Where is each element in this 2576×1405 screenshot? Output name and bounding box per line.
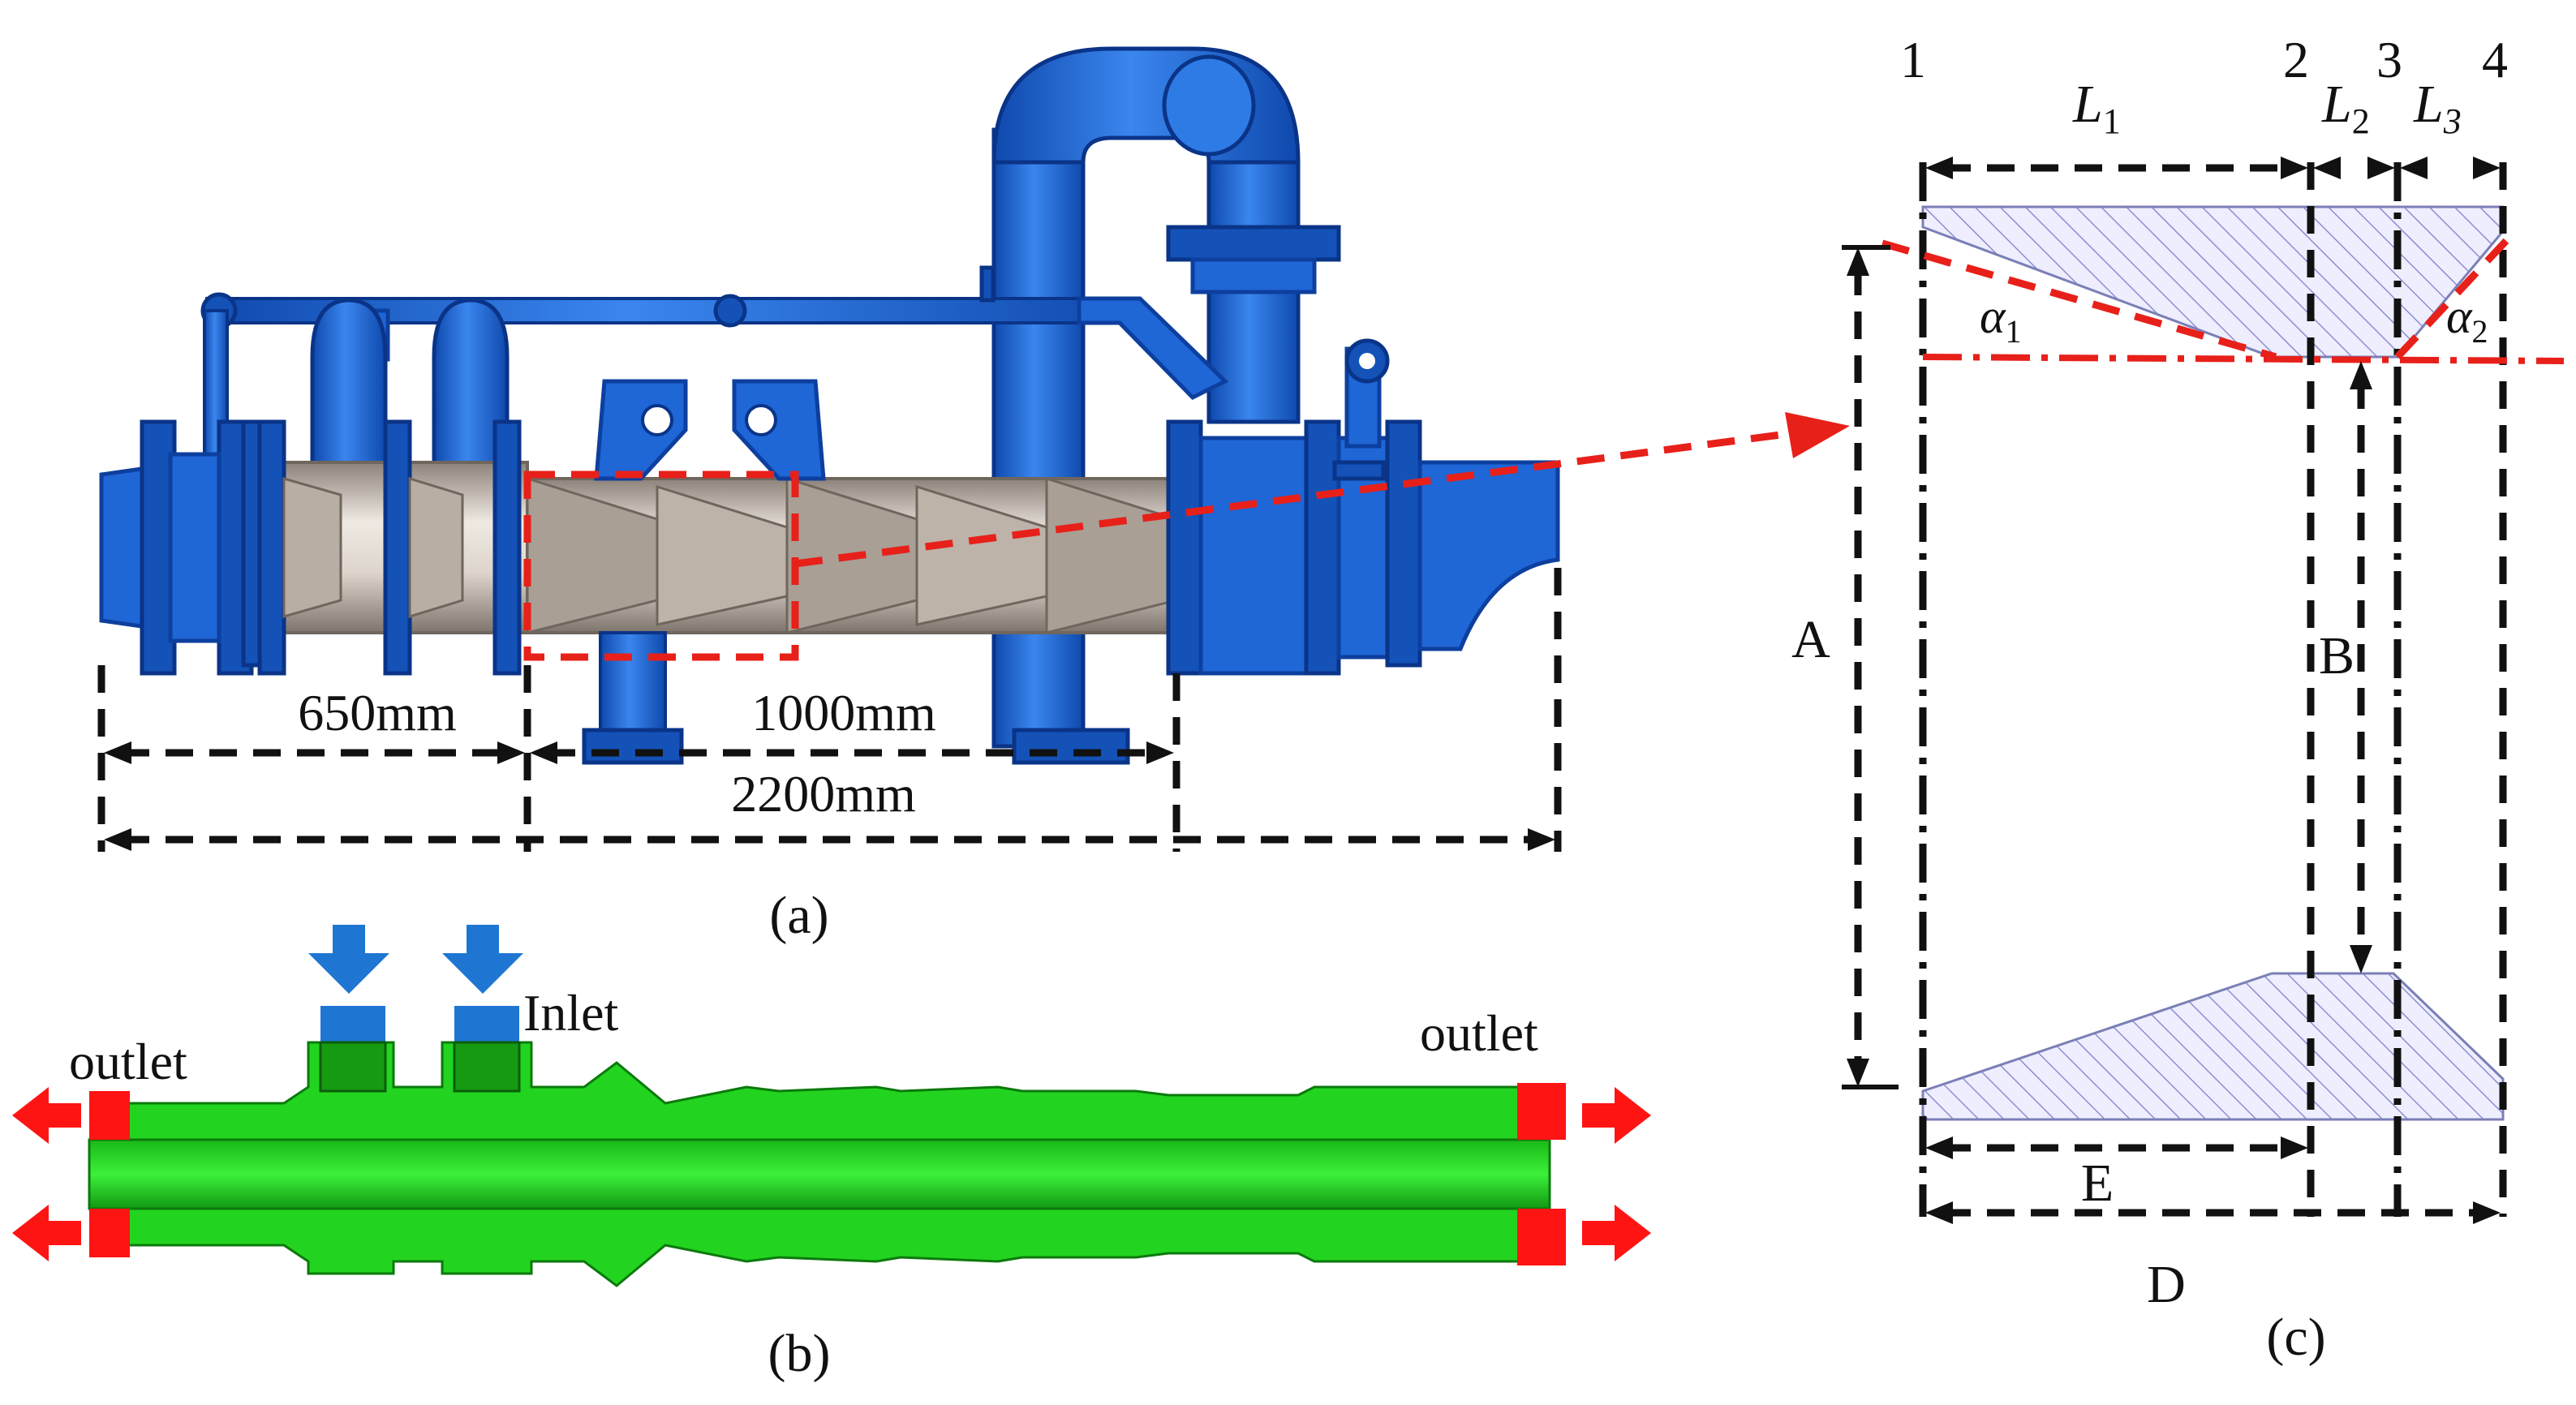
inlet-domes — [310, 298, 510, 489]
E-label: E — [2081, 1154, 2114, 1213]
dimension-E — [1925, 1136, 2308, 1159]
outlet-arrow-right-bottom — [1582, 1205, 1651, 1261]
outlet-arrow-left-bottom — [12, 1205, 81, 1261]
outlet-right-label: outlet — [1420, 1004, 1538, 1062]
left-outlet-housing — [99, 419, 270, 676]
vertical-loop-pipe — [991, 46, 1341, 765]
L3-label: L3 — [2413, 75, 2462, 141]
dimension-lines-a — [97, 568, 1562, 852]
dim-2200-label: 2200mm — [731, 765, 916, 823]
section-2-label: 2 — [2283, 31, 2309, 88]
zoom-box — [523, 470, 799, 661]
panel-c-geometry: 1 2 3 4 L1 L2 L3 α1 α2 A B E D (c) — [1791, 31, 2565, 1367]
B-label: B — [2319, 626, 2355, 685]
panel-b-caption: (b) — [768, 1324, 831, 1383]
fluid-core — [88, 1138, 1551, 1210]
zoom-arrow-head — [1785, 412, 1850, 458]
alpha2-line — [2394, 228, 2518, 360]
outlet-face-left-top — [89, 1091, 130, 1140]
D-label: D — [2147, 1255, 2186, 1314]
alpha1-line — [1881, 239, 2277, 361]
mixing-section-steel — [257, 419, 529, 676]
outlet-arrow-left-top — [12, 1087, 81, 1144]
fluid-body-bottom — [112, 1207, 1527, 1287]
dimension-D — [1925, 1201, 2501, 1224]
alpha1-label: α1 — [1980, 290, 2022, 350]
dim-1000-label: 1000mm — [751, 684, 936, 741]
A-label: A — [1791, 610, 1830, 669]
panel-c-caption: (c) — [2266, 1308, 2325, 1367]
outlet-arrow-right-top — [1582, 1087, 1651, 1144]
section-4-label: 4 — [2482, 31, 2508, 88]
section-3-label: 3 — [2376, 31, 2402, 88]
inlet-chamber-2 — [453, 1041, 521, 1093]
dimension-A — [1842, 245, 1899, 1089]
inlet-arrow-1 — [308, 925, 389, 994]
panel-b-fluid-domain: Inlet outlet outlet (b) — [12, 925, 1651, 1383]
inlet-face-2 — [454, 1006, 519, 1042]
top-dimensions — [1925, 157, 2501, 179]
right-housing — [1166, 338, 1560, 676]
outlet-face-left-bottom — [89, 1209, 130, 1257]
inlet-arrow-2 — [442, 925, 523, 994]
L1-label: L1 — [2072, 75, 2121, 141]
supports — [582, 379, 826, 765]
panel-a-apparatus: 650mm 1000mm 2200mm (a) — [97, 46, 1850, 945]
outlet-left-label: outlet — [69, 1033, 187, 1090]
zoom-arrow-line — [794, 428, 1806, 568]
alpha2-label: α2 — [2446, 290, 2488, 350]
inlet-label: Inlet — [523, 984, 619, 1042]
panel-a-caption: (a) — [769, 886, 828, 945]
outlet-face-right-top — [1517, 1083, 1566, 1140]
L2-label: L2 — [2321, 75, 2370, 141]
inlet-chamber-1 — [319, 1041, 387, 1093]
dimension-B — [2350, 361, 2372, 973]
lower-wall — [1921, 972, 2505, 1121]
manifold-pipe — [200, 265, 1229, 491]
section-1-label: 1 — [1900, 31, 1926, 88]
inlet-face-1 — [320, 1006, 385, 1042]
centerline — [1922, 354, 2565, 364]
outlet-face-right-bottom — [1517, 1209, 1566, 1265]
dim-650-label: 650mm — [298, 684, 457, 741]
